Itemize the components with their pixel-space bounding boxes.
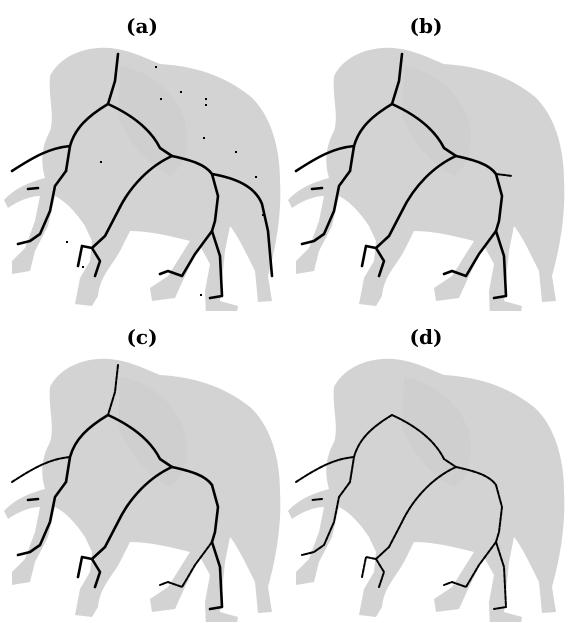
panel-label-c: (c)	[0, 325, 284, 349]
panel-label-b: (b)	[284, 14, 568, 38]
elephant-skeleton-figure-d	[284, 347, 568, 622]
panel-c: (c)	[0, 311, 284, 622]
panel-a: (a)	[0, 0, 284, 311]
panel-label-a: (a)	[0, 14, 284, 38]
panel-b: (b)	[284, 0, 568, 311]
panel-d: (d)	[284, 311, 568, 622]
elephant-skeleton-figure-c	[0, 347, 284, 622]
elephant-skeleton-figure-a	[0, 36, 284, 311]
panel-label-d: (d)	[284, 325, 568, 349]
elephant-skeleton-figure-b	[284, 36, 568, 311]
